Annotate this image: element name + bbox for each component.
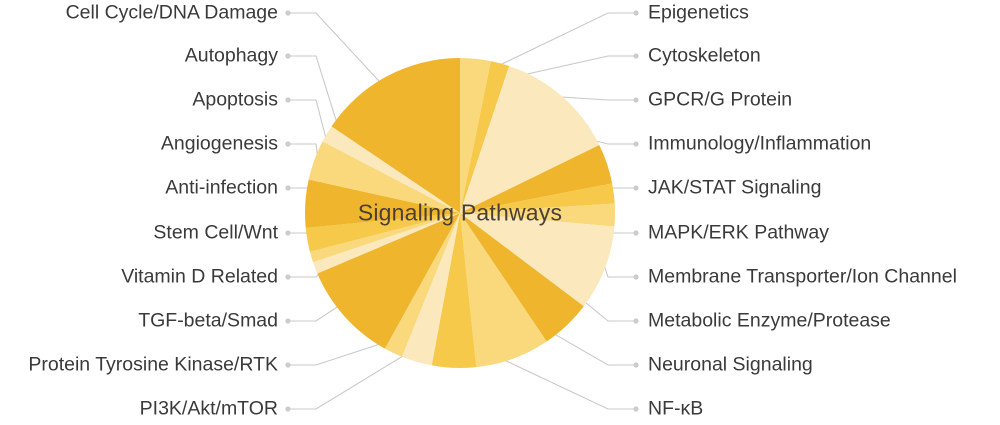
pie-slice[interactable]: [331, 58, 461, 213]
leader-dot: [633, 185, 639, 191]
pie-slice[interactable]: [460, 145, 613, 213]
leader-dot: [285, 10, 291, 16]
leader-line: [537, 324, 636, 366]
leader-line: [478, 347, 636, 410]
leader-dot: [285, 97, 291, 103]
leader-line: [288, 55, 344, 143]
pie-slice[interactable]: [384, 213, 460, 357]
pie-slice[interactable]: [460, 66, 600, 213]
pie-label-left[interactable]: Autophagy: [184, 44, 278, 67]
pie-slice[interactable]: [431, 213, 477, 368]
pie-center-title: Signaling Pathways: [357, 199, 563, 226]
pie-label-left[interactable]: Angiogenesis: [160, 132, 278, 155]
pie-label-right[interactable]: MAPK/ERK Pathway: [648, 221, 829, 244]
leader-dot: [285, 185, 291, 191]
pie-slice[interactable]: [305, 213, 460, 252]
leader-dot: [633, 274, 639, 280]
pie-label-left[interactable]: Vitamin D Related: [121, 265, 278, 288]
pie-label-right[interactable]: Neuronal Signaling: [648, 353, 813, 376]
leader-dot: [285, 406, 291, 412]
leader-dot: [285, 230, 291, 236]
leader-dot: [633, 318, 639, 324]
leader-dot: [285, 141, 291, 147]
pie-label-right[interactable]: Epigenetics: [648, 1, 749, 24]
pie-label-left[interactable]: TGF-beta/Smad: [138, 309, 278, 332]
pie-slice[interactable]: [460, 203, 615, 227]
pie-slice[interactable]: [460, 58, 491, 213]
pie-label-left[interactable]: Stem Cell/Wnt: [153, 221, 278, 244]
leader-line: [288, 343, 423, 410]
pie-slice[interactable]: [317, 213, 460, 349]
pie-slice-group: [304, 58, 615, 368]
pie-slice[interactable]: [304, 179, 460, 228]
leader-dot: [633, 97, 639, 103]
leader-dot: [285, 318, 291, 324]
leader-dot: [633, 53, 639, 59]
leader-dot: [633, 406, 639, 412]
pie-slice[interactable]: [309, 213, 460, 263]
pie-label-left[interactable]: Cell Cycle/DNA Damage: [65, 1, 278, 24]
pie-label-left[interactable]: Apoptosis: [192, 88, 278, 111]
leader-dot: [633, 10, 639, 16]
pie-label-right[interactable]: JAK/STAT Signaling: [648, 176, 822, 199]
pie-slice[interactable]: [460, 213, 547, 368]
leader-dot: [285, 53, 291, 59]
pie-label-right[interactable]: GPCR/G Protein: [648, 88, 793, 111]
pie-slice[interactable]: [313, 213, 460, 274]
pie-label-right[interactable]: Immunology/Inflammation: [648, 132, 872, 155]
leader-dot: [633, 141, 639, 147]
pie-label-left[interactable]: PI3K/Akt/mTOR: [139, 397, 278, 420]
leader-dot: [633, 362, 639, 368]
leader-line: [288, 336, 403, 366]
pie-slice[interactable]: [460, 61, 510, 213]
leader-dot: [285, 274, 291, 280]
pie-label-right[interactable]: Metabolic Enzyme/Protease: [648, 309, 891, 332]
pie-slice[interactable]: [322, 126, 460, 213]
pie-slice[interactable]: [460, 183, 615, 213]
pie-slice[interactable]: [460, 213, 615, 307]
pie-slice[interactable]: [460, 213, 584, 342]
pie-label-right[interactable]: Cytoskeleton: [648, 44, 761, 67]
pie-label-left[interactable]: Anti-infection: [165, 176, 278, 199]
pie-slice[interactable]: [308, 141, 460, 213]
leader-dot: [633, 230, 639, 236]
leader-line: [495, 55, 636, 82]
pie-slice[interactable]: [401, 213, 460, 366]
leader-dot: [285, 362, 291, 368]
pie-label-right[interactable]: NF-κB: [648, 397, 704, 420]
pie-label-right[interactable]: Membrane Transporter/Ion Channel: [648, 265, 957, 288]
leader-line: [474, 12, 636, 78]
leader-line: [288, 12, 393, 96]
pie-label-left[interactable]: Protein Tyrosine Kinase/RTK: [28, 353, 278, 376]
